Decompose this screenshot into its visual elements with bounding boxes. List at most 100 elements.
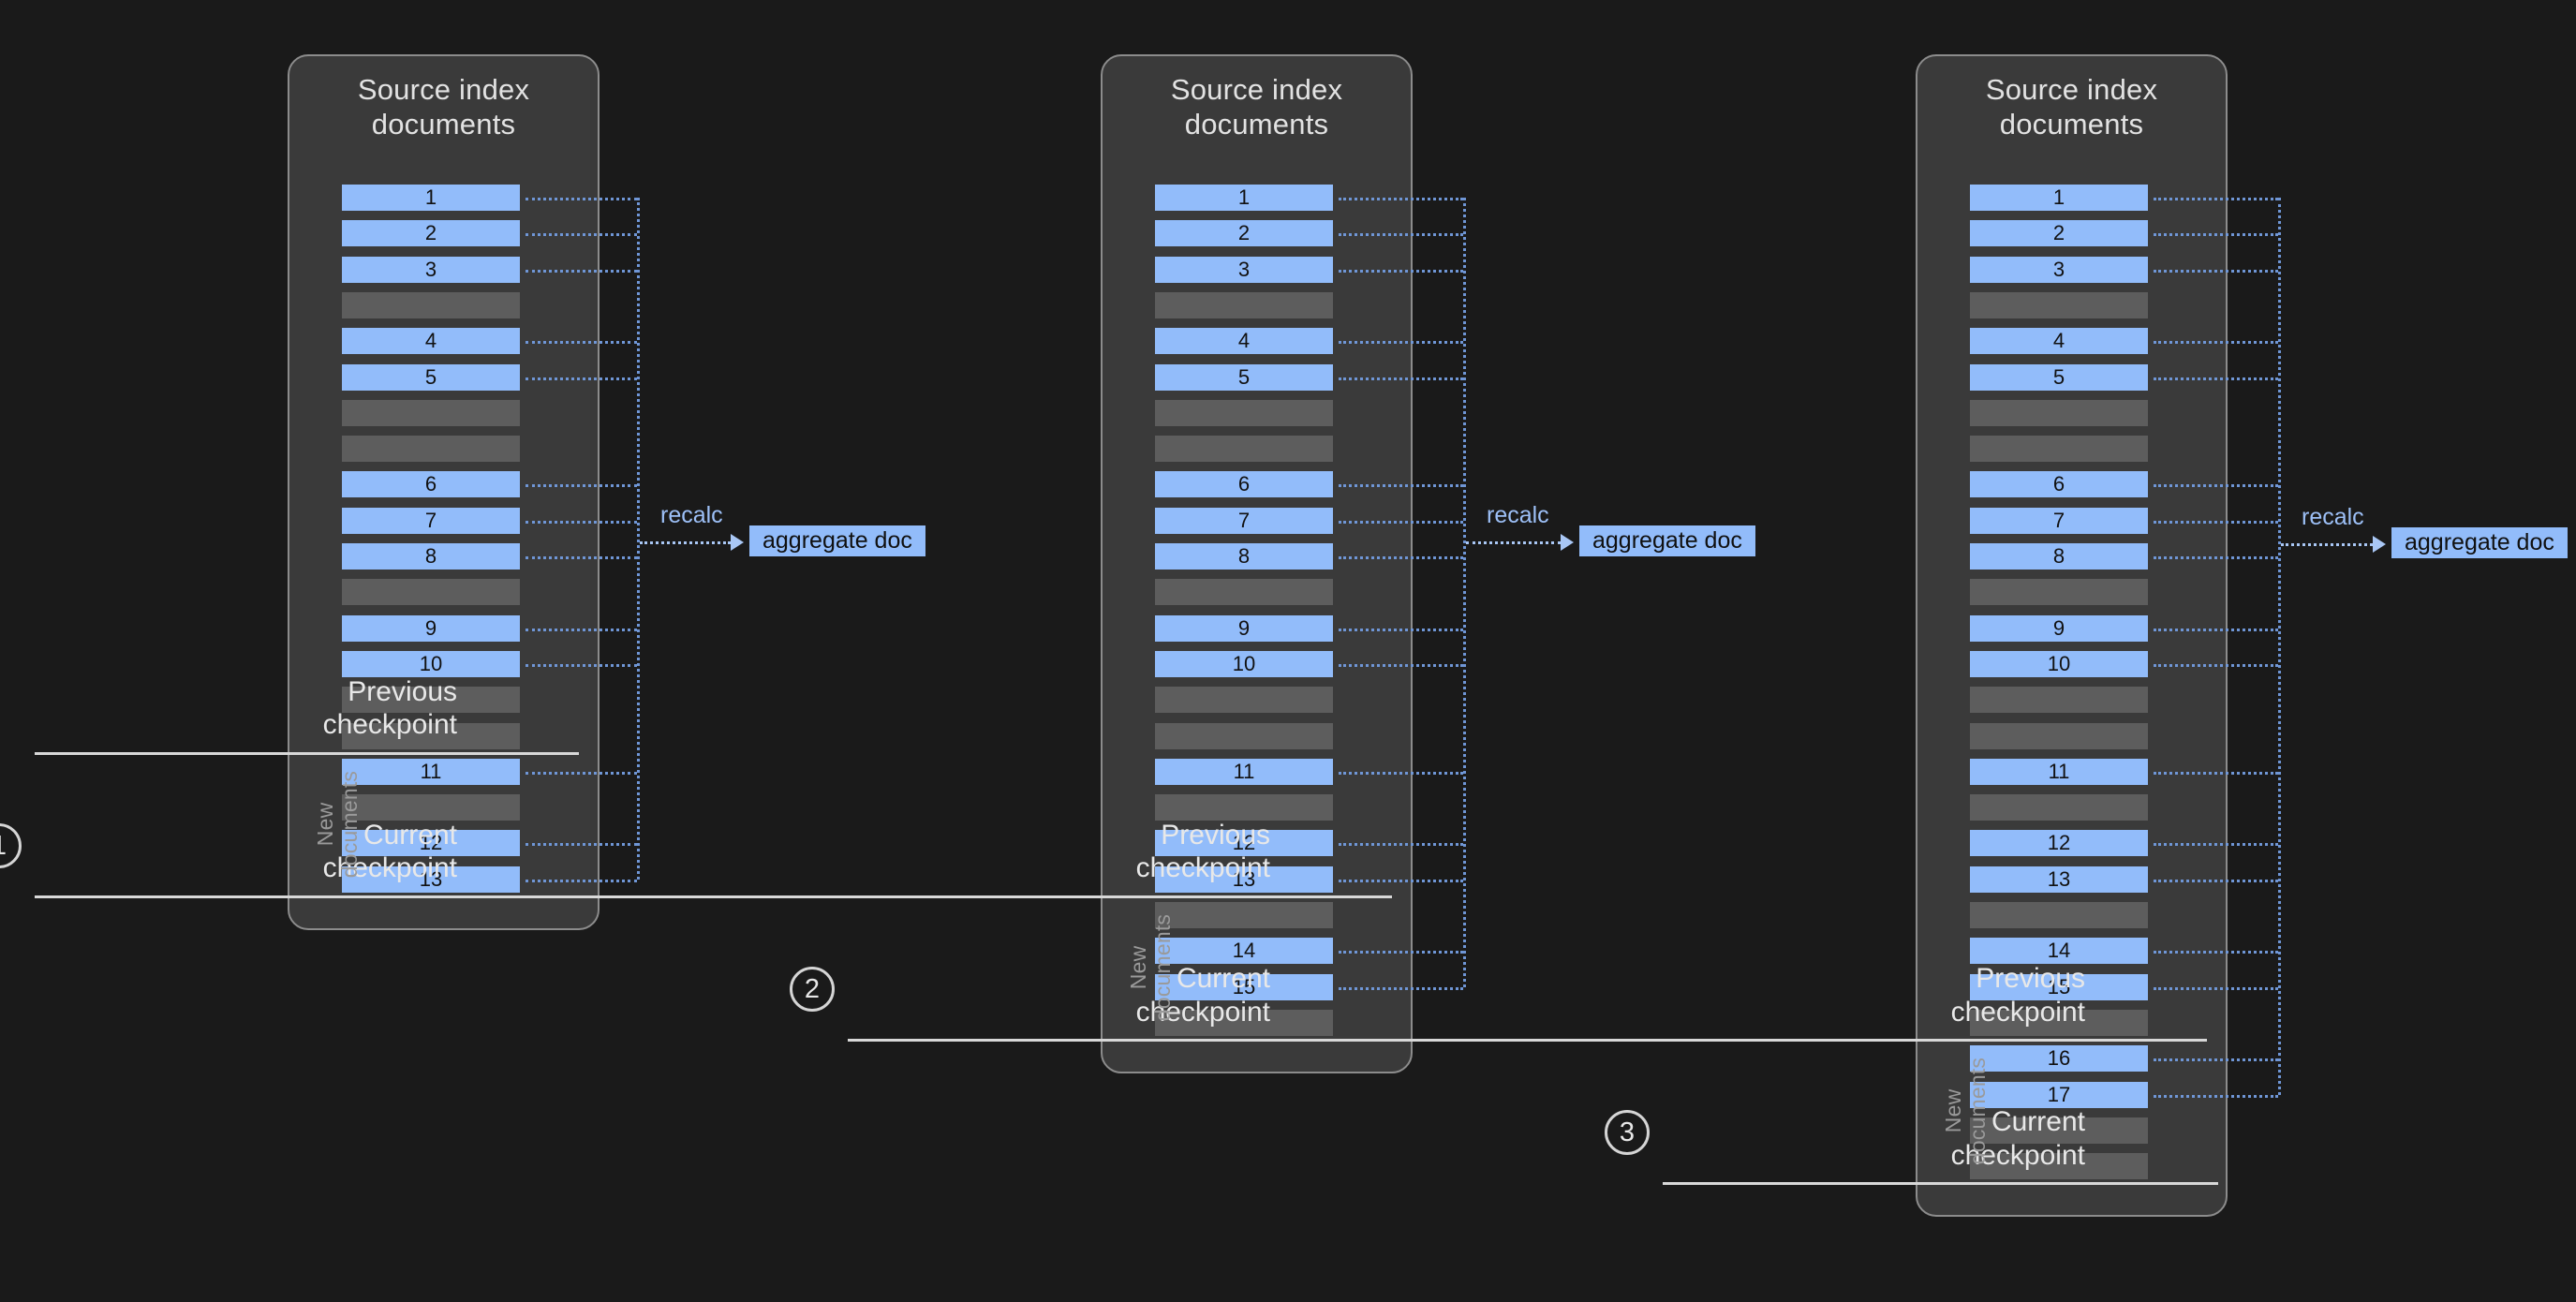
connector-lead xyxy=(1339,198,1463,200)
previous-checkpoint-line xyxy=(35,751,579,755)
document-row: 17 xyxy=(1970,1081,2148,1108)
document-row: 8 xyxy=(1970,543,2148,570)
connector-lead xyxy=(526,628,637,631)
connector-lead xyxy=(2154,1058,2278,1062)
current-checkpoint-line xyxy=(848,1039,1920,1043)
connector-lead xyxy=(2154,628,2278,631)
document-row: 13 xyxy=(342,866,520,893)
current-checkpoint-label: Current checkpoint xyxy=(1135,963,1270,1028)
connector-lead xyxy=(2154,771,2278,775)
connector-lead xyxy=(526,269,637,273)
document-row: 8 xyxy=(1155,543,1333,570)
connector-lead xyxy=(1339,843,1463,847)
connector-lead xyxy=(526,556,637,559)
document-row: 12 xyxy=(1155,830,1333,857)
document-row: 4 xyxy=(342,328,520,355)
document-id-label: 10 xyxy=(419,651,443,675)
document-id-label: 1 xyxy=(424,185,437,209)
connector-lead xyxy=(2154,879,2278,882)
document-id-label: 5 xyxy=(424,364,437,389)
connector-lead xyxy=(1339,484,1463,488)
document-id-label: 1 xyxy=(2052,185,2065,209)
connector-lead xyxy=(2154,843,2278,847)
document-row: 4 xyxy=(1970,328,2148,355)
connector-lead xyxy=(2154,233,2278,237)
document-id-label: 14 xyxy=(1232,939,1256,963)
connector-lead xyxy=(1339,951,1463,954)
connector-lead xyxy=(2154,986,2278,990)
recalc-arrow-line xyxy=(1466,541,1561,544)
document-id-label: 11 xyxy=(420,759,442,783)
empty-slot-row xyxy=(342,687,520,714)
connector-lead xyxy=(1339,879,1463,882)
document-id-label: 11 xyxy=(2048,759,2070,783)
connector-lead xyxy=(526,879,637,882)
document-id-label: 9 xyxy=(1237,615,1251,640)
document-id-label: 10 xyxy=(1232,651,1256,675)
document-row: 6 xyxy=(1155,471,1333,498)
document-row: 11 xyxy=(342,758,520,785)
document-row: 5 xyxy=(1155,363,1333,391)
panel-title: Source index documents xyxy=(1985,73,2158,141)
recalc-arrow-line xyxy=(2281,543,2373,546)
connector-lead xyxy=(1339,233,1463,237)
previous-checkpoint-label: Previous checkpoint xyxy=(1950,963,2085,1028)
connector-lead xyxy=(1339,520,1463,524)
connector-bus xyxy=(2278,198,2281,1095)
connector-lead xyxy=(2154,377,2278,380)
current-checkpoint-line xyxy=(1663,1182,2218,1186)
recalc-label: recalc xyxy=(2302,504,2364,530)
empty-slot-row xyxy=(1970,687,2148,714)
step-number-badge-3: 3 xyxy=(1605,1110,1650,1156)
empty-slot-row xyxy=(1155,902,1333,928)
empty-slot-row xyxy=(1970,902,2148,928)
document-id-label: 6 xyxy=(2052,472,2065,496)
document-row: 5 xyxy=(1970,363,2148,391)
document-row: 8 xyxy=(342,543,520,570)
document-id-label: 11 xyxy=(1233,759,1255,783)
connector-bus xyxy=(1463,198,1466,987)
document-row: 3 xyxy=(1970,256,2148,283)
document-row: 6 xyxy=(342,471,520,498)
connector-lead xyxy=(2154,951,2278,954)
document-id-label: 8 xyxy=(1237,544,1251,568)
document-id-label: 13 xyxy=(2047,866,2071,891)
recalc-arrowhead xyxy=(2373,536,2386,553)
aggregate-doc-box: aggregate doc xyxy=(2391,527,2568,558)
empty-slot-row xyxy=(1970,1117,2148,1144)
connector-lead xyxy=(526,377,637,380)
empty-slot-row xyxy=(1970,722,2148,749)
empty-slot-row xyxy=(1155,687,1333,714)
document-id-label: 16 xyxy=(2047,1046,2071,1071)
recalc-label: recalc xyxy=(1487,502,1549,528)
recalc-label: recalc xyxy=(660,502,723,528)
recalc-arrow-line xyxy=(640,541,731,544)
document-id-label: 2 xyxy=(2052,221,2065,245)
document-id-label: 14 xyxy=(2047,939,2071,963)
connector-lead xyxy=(1339,628,1463,631)
empty-slot-row xyxy=(342,722,520,749)
empty-slot-row xyxy=(1155,436,1333,463)
document-row: 15 xyxy=(1155,973,1333,1000)
empty-slot-row xyxy=(1155,399,1333,426)
connector-bus xyxy=(637,198,640,880)
empty-slot-row xyxy=(1155,579,1333,606)
document-id-label: 17 xyxy=(2047,1082,2071,1106)
connector-lead xyxy=(2154,484,2278,488)
document-id-label: 2 xyxy=(1237,221,1251,245)
document-row: 14 xyxy=(1970,938,2148,965)
document-id-label: 7 xyxy=(1237,508,1251,532)
current-checkpoint-label: Current checkpoint xyxy=(322,820,457,884)
document-row: 13 xyxy=(1155,866,1333,893)
document-row: 15 xyxy=(1970,973,2148,1000)
empty-slot-row xyxy=(1155,1009,1333,1036)
empty-slot-row xyxy=(1970,436,2148,463)
document-row: 6 xyxy=(1970,471,2148,498)
document-id-label: 10 xyxy=(2047,651,2071,675)
document-id-label: 4 xyxy=(2052,329,2065,353)
document-row: 14 xyxy=(1155,938,1333,965)
document-row: 16 xyxy=(1970,1045,2148,1073)
new-documents-label: New documents xyxy=(313,770,362,878)
